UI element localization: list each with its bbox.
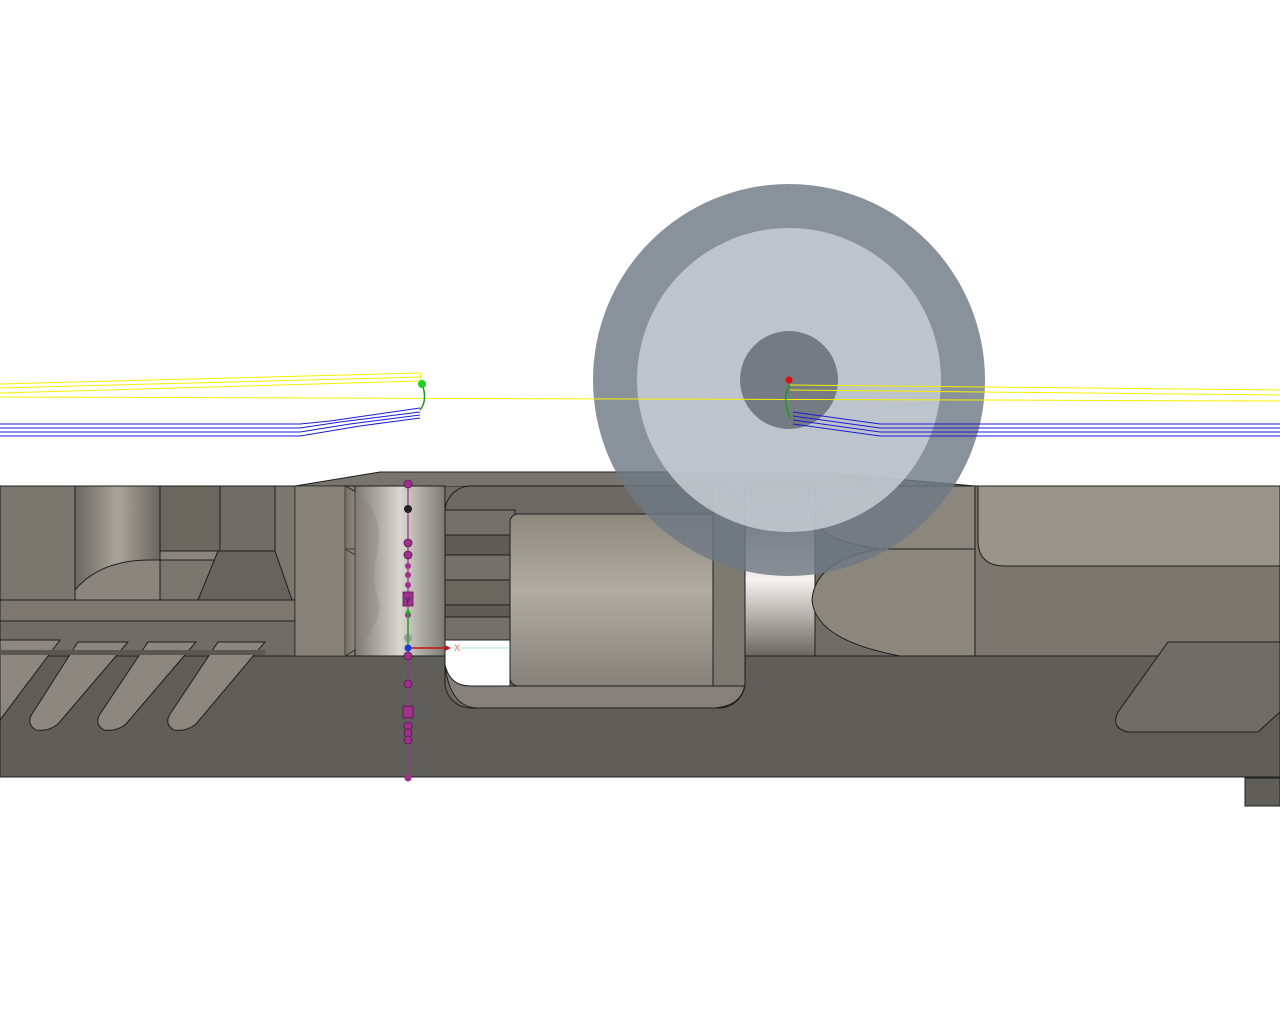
- slot-cut[interactable]: [97, 641, 198, 731]
- sketch-point[interactable]: [405, 563, 411, 569]
- slot-shadow: [0, 650, 265, 655]
- toolpath-lead[interactable]: [785, 384, 791, 419]
- toolpath-start-point[interactable]: [418, 380, 426, 388]
- left-pocket-wall-2: [219, 485, 276, 552]
- left-step: [0, 599, 296, 622]
- sketch-point[interactable]: [403, 679, 413, 689]
- toolpath-cut[interactable]: [0, 411, 421, 429]
- sketch-point[interactable]: [403, 651, 413, 661]
- toolpath-group[interactable]: [0, 372, 1280, 437]
- sketch-point[interactable]: [403, 538, 413, 548]
- sketch-point[interactable]: [404, 505, 412, 513]
- toolpath-rapid[interactable]: [789, 384, 1280, 391]
- sketch-point[interactable]: [403, 550, 413, 560]
- y-axis-arrow-icon: [405, 608, 411, 614]
- origin-point[interactable]: [404, 644, 412, 652]
- toolpath-cut[interactable]: [792, 423, 1280, 437]
- bore-left-cylinder[interactable]: [354, 485, 446, 657]
- left-pocket-rib: [159, 485, 221, 552]
- sketch-point[interactable]: [405, 582, 411, 588]
- pocket-step-2: [444, 579, 516, 606]
- x-axis-arrow-icon: [445, 645, 451, 651]
- pocket-step-1: [444, 534, 516, 556]
- origin-triad[interactable]: X Y: [404, 597, 510, 654]
- sketch-point[interactable]: [403, 735, 413, 745]
- right-pocket-face: [977, 485, 1280, 567]
- toolpath-cut[interactable]: [792, 411, 1280, 425]
- toolpath-rapid[interactable]: [789, 389, 1280, 396]
- toolpath-cut[interactable]: [0, 414, 421, 433]
- toolpath-rapid[interactable]: [0, 396, 1280, 402]
- sketch-constraint[interactable]: [402, 705, 414, 719]
- toolpath-end-point[interactable]: [785, 376, 793, 384]
- toolpath-cut[interactable]: [792, 415, 1280, 429]
- sketch-constraint[interactable]: [402, 591, 414, 607]
- toolpath-cut[interactable]: [0, 417, 421, 437]
- slot-cut[interactable]: [0, 639, 61, 721]
- toolpath-cut[interactable]: [792, 419, 1280, 433]
- toolpath-rapid[interactable]: [0, 380, 421, 394]
- pocket-step-3: [444, 604, 516, 618]
- bore-left-cutaway: [295, 486, 380, 656]
- toolpath-rapid[interactable]: [0, 376, 421, 389]
- center-pocket-inner: [444, 509, 516, 641]
- pocket-bottom-fillet: [444, 664, 746, 709]
- workpiece-part[interactable]: [0, 471, 1280, 807]
- sketch-point[interactable]: [403, 479, 413, 489]
- right-lower-lip: [1244, 777, 1280, 807]
- slot-group: [0, 639, 267, 731]
- right-slot[interactable]: [1115, 641, 1280, 733]
- slot-cut[interactable]: [29, 641, 130, 731]
- sketch-point[interactable]: [405, 572, 411, 578]
- x-axis-label: X: [454, 644, 460, 654]
- slot-cut[interactable]: [167, 641, 267, 731]
- sketch-point[interactable]: [404, 774, 412, 782]
- y-axis-label: Y: [404, 597, 411, 607]
- toolpath-cut[interactable]: [0, 407, 421, 425]
